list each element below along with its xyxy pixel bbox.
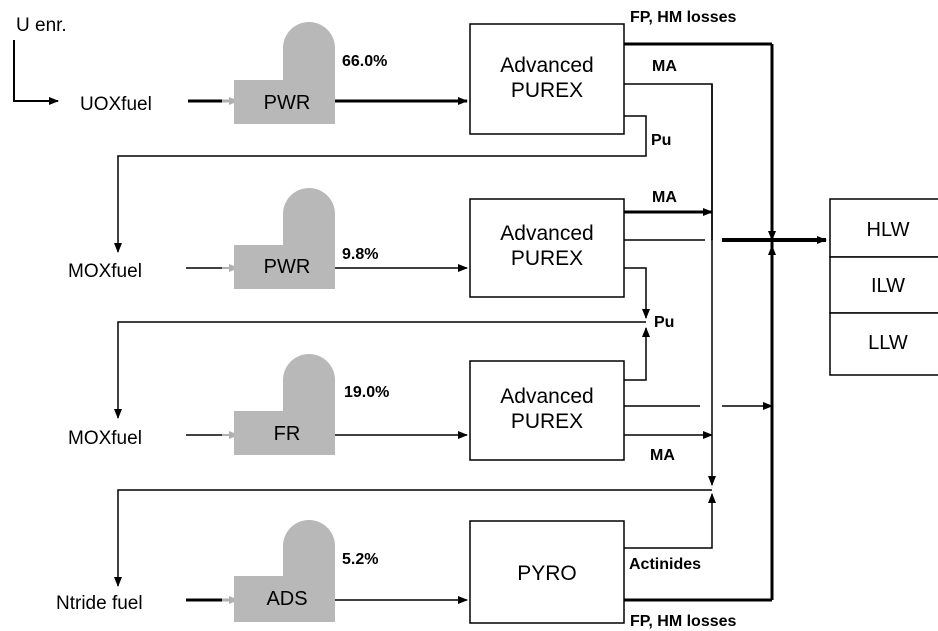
fuel-label-mox-2: MOXfuel [68, 428, 142, 449]
waste-box-llw [829, 312, 938, 376]
pu-line-2 [624, 267, 650, 319]
purex-label-2a: Advanced [500, 222, 593, 245]
waste-label-ilw: ILW [871, 275, 905, 297]
pu-recycle-1 [114, 115, 647, 253]
waste-stack: HLW ILW LLW [829, 198, 938, 376]
ma-label-3: MA [650, 447, 675, 464]
waste-label-hlw: HLW [867, 219, 910, 241]
reactor-fr: FR [234, 354, 335, 455]
reactor-share-3: 19.0% [344, 384, 389, 401]
purex-label-3a: Advanced [500, 385, 593, 408]
actinides-line [624, 493, 716, 549]
ma-label-2: MA [652, 189, 677, 206]
fuel-label-mox-1: MOXfuel [68, 261, 142, 282]
reactor-ads: ADS [234, 520, 335, 622]
pu-line-3 [624, 327, 650, 381]
pu-label-1: Pu [651, 132, 671, 149]
actinide-recycle [114, 489, 712, 587]
reactor-label-1: PWR [264, 92, 311, 114]
reactor-pwr-2: PWR [234, 188, 335, 289]
fuel-label-uox: UOXfuel [80, 94, 152, 115]
u-enr-arrow [13, 40, 59, 105]
purex-label-3b: PUREX [511, 410, 583, 433]
fp-hm-losses-bottom-label: FP, HM losses [630, 613, 737, 630]
reactor-pwr-1: PWR [234, 22, 335, 124]
ma-label-1: MA [652, 58, 677, 75]
purex-box-1 [469, 23, 625, 135]
reactor-label-3: FR [274, 423, 301, 445]
u-enr-label: U enr. [16, 15, 67, 36]
pu-label-2: Pu [654, 314, 674, 331]
purex-label-2b: PUREX [511, 247, 583, 270]
purex-label-1b: PUREX [511, 79, 583, 102]
reactor-label-2: PWR [264, 256, 311, 278]
pyro-box [469, 520, 625, 624]
purex-box-3 [469, 360, 625, 461]
purex-box-2 [469, 198, 625, 298]
fuel-label-nitride: Ntride fuel [56, 593, 143, 614]
fp-hm-losses-top-label: FP, HM losses [630, 9, 737, 26]
ma-line-1 [624, 83, 713, 240]
actinides-label: Actinides [629, 556, 701, 573]
pyro-label: PYRO [517, 562, 577, 585]
pu-recycle-2 [114, 321, 646, 419]
reactor-share-1: 66.0% [342, 53, 387, 70]
reactor-label-4: ADS [266, 588, 307, 610]
waste-label-llw: LLW [868, 332, 908, 354]
reactor-share-2: 9.8% [342, 246, 378, 263]
reactor-share-4: 5.2% [342, 551, 378, 568]
purex-label-1a: Advanced [500, 54, 593, 77]
